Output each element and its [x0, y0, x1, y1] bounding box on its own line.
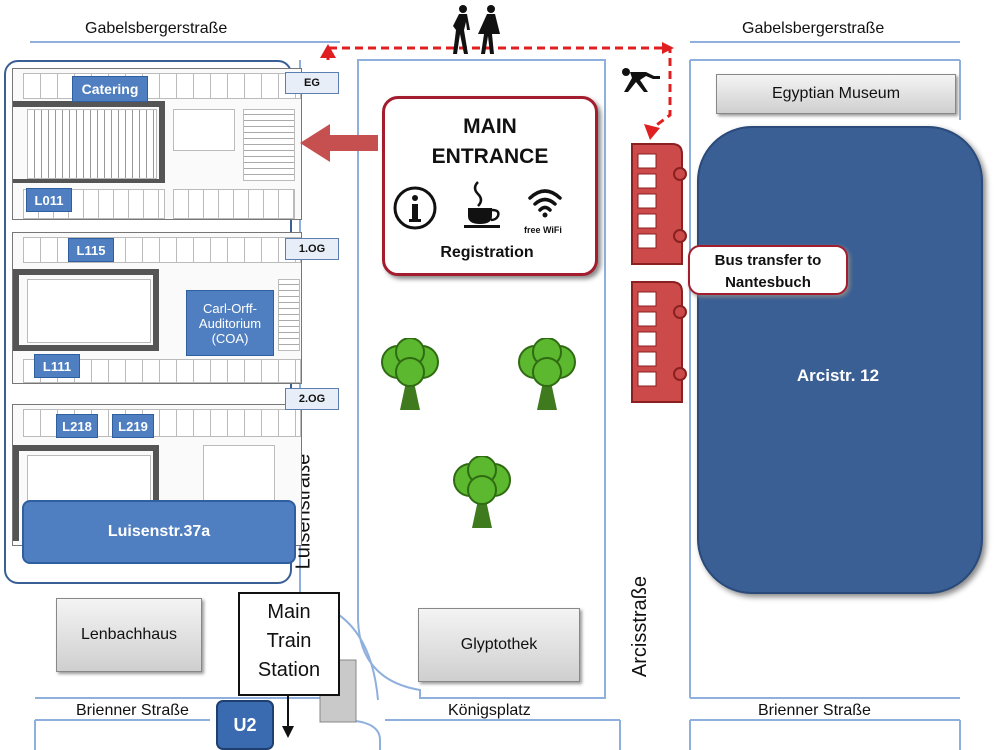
room-coa: Carl-Orff-Auditorium (COA)	[186, 290, 274, 356]
main-entrance-card	[382, 96, 598, 276]
subway-u2-badge: U2	[216, 700, 274, 750]
info-icon	[393, 186, 437, 230]
bus-icon	[631, 281, 687, 403]
arrow-icon	[300, 124, 378, 162]
street-gabelsberger-right: Gabelsbergerstraße	[742, 20, 885, 37]
floor-plan-eg	[12, 68, 302, 220]
walking-couple-icon	[453, 5, 500, 54]
tree-icon	[381, 338, 439, 410]
building-luisenstr: Luisenstr.37a	[22, 500, 296, 564]
bus-transfer-label: Bus transfer to Nantesbuch	[688, 245, 848, 295]
building-glyptothek: Glyptothek	[418, 608, 580, 682]
street-brienner-right: Brienner Straße	[758, 702, 871, 719]
building-lenbachhaus: Lenbachhaus	[56, 598, 202, 672]
room-l219: L219	[112, 414, 154, 438]
room-l011: L011	[26, 188, 72, 212]
main-entrance-title: MAIN ENTRANCE	[431, 115, 549, 168]
room-l115: L115	[68, 238, 114, 262]
main-train-station-label: Main Train Station	[238, 592, 340, 696]
tree-icon	[453, 456, 511, 528]
pedestrian-icon	[622, 68, 660, 92]
bus-icon	[631, 143, 687, 265]
arrow-icon	[282, 696, 294, 738]
wifi-label: free WiFi	[524, 225, 562, 235]
street-koenigsplatz: Königsplatz	[448, 702, 531, 719]
room-l111: L111	[34, 354, 80, 378]
registration-label: Registration	[440, 244, 534, 261]
room-catering: Catering	[72, 76, 148, 102]
tree-icon	[518, 338, 576, 410]
building-arcistr-label: Arcistr. 12	[796, 366, 880, 385]
room-l218: L218	[56, 414, 98, 438]
floor-tag-eg: EG	[285, 72, 339, 94]
floor-tag-2og: 2.OG	[285, 388, 339, 410]
street-brienner-left: Brienner Straße	[76, 702, 189, 719]
wifi-icon	[528, 189, 562, 218]
floor-tag-1og: 1.OG	[285, 238, 339, 260]
street-gabelsberger-left: Gabelsbergerstraße	[85, 20, 228, 37]
building-egyptian-museum: Egyptian Museum	[716, 74, 956, 114]
building-arcistr	[697, 126, 983, 594]
coffee-icon	[464, 181, 500, 228]
